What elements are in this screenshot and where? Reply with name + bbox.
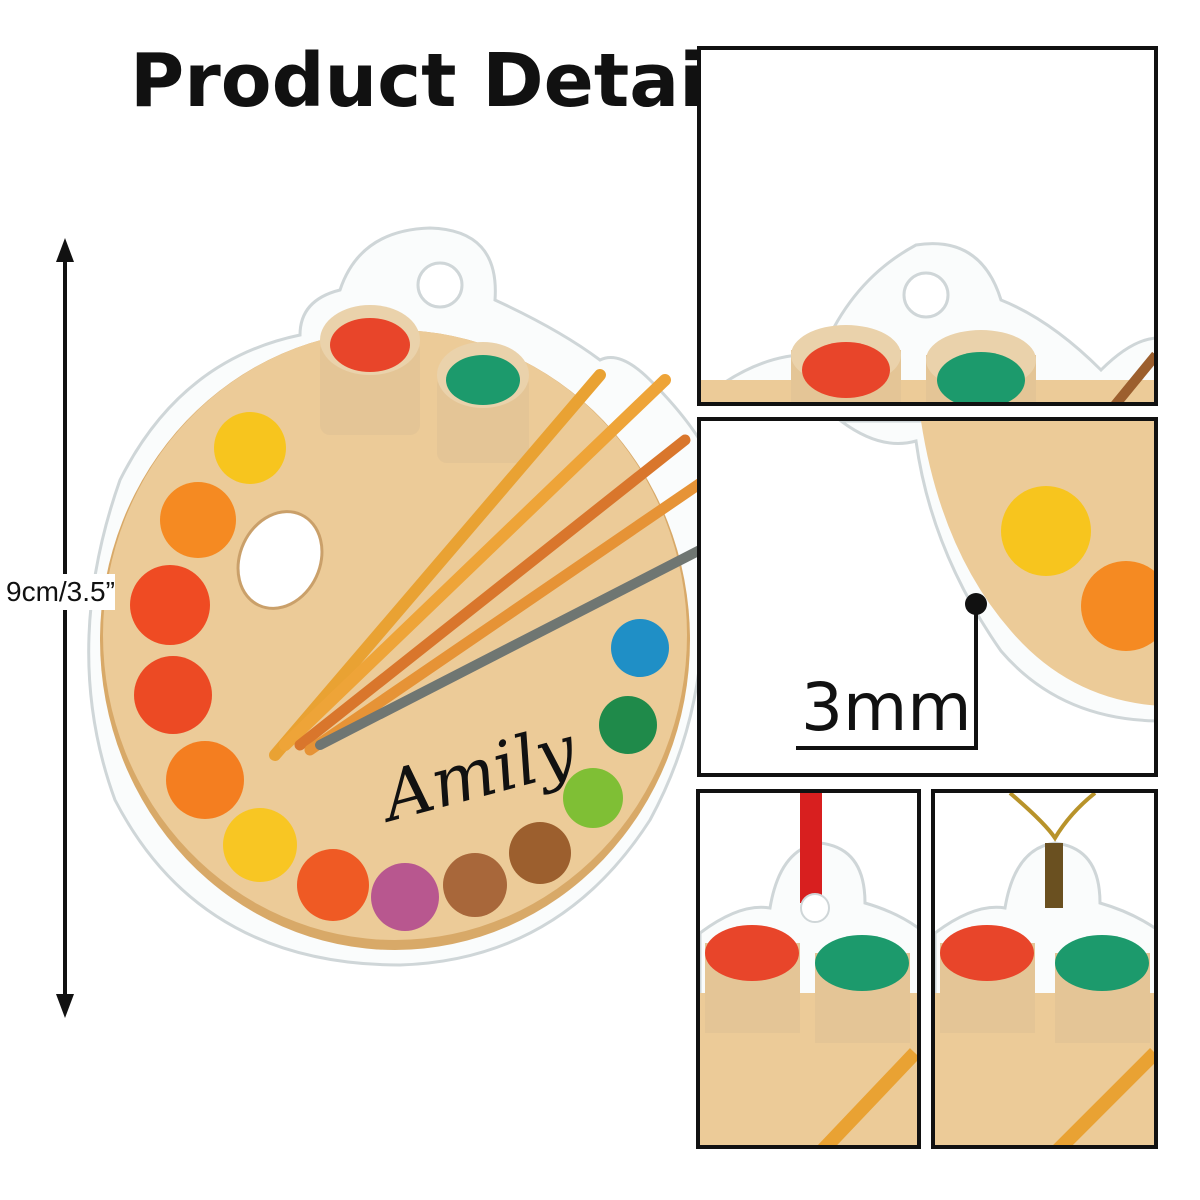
page-title: Product Detail: [130, 38, 730, 124]
paint-well: [611, 619, 669, 677]
detail-panel-ribbon: [696, 789, 921, 1149]
paint-well: [297, 849, 369, 921]
paint-well: [134, 656, 212, 734]
paint-well: [563, 768, 623, 828]
paint-cups: [320, 305, 529, 463]
paint-well: [214, 412, 286, 484]
paint-well: [443, 853, 507, 917]
paint-wells: [130, 412, 669, 931]
paint-brushes: [269, 369, 711, 761]
detail-panel-string: [931, 789, 1158, 1149]
paint-well: [223, 808, 297, 882]
paint-well: [160, 482, 236, 558]
size-label: 9cm/3.5”: [6, 574, 115, 610]
paint-well: [130, 565, 210, 645]
detail-panel-hole: [697, 46, 1158, 406]
thickness-label: 3mm: [801, 669, 972, 746]
paint-well: [599, 696, 657, 754]
paint-well: [371, 863, 439, 931]
detail-panel-thickness: 3mm: [697, 417, 1158, 777]
dimension-arrow: [56, 238, 74, 1018]
paint-well: [509, 822, 571, 884]
paint-well: [166, 741, 244, 819]
